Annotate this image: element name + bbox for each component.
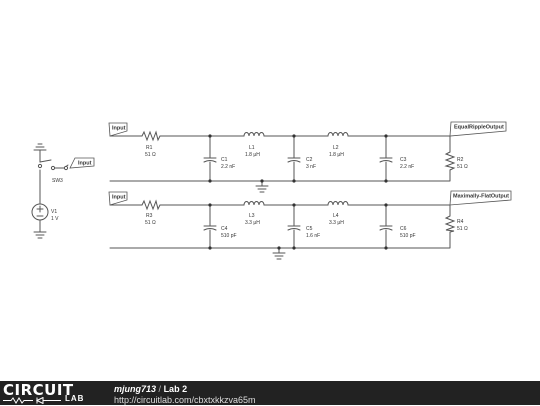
logo-wordmark: CIRCUIT	[3, 381, 74, 399]
capacitor-c5-symbol	[287, 204, 301, 249]
inductor-l4-symbol	[327, 201, 349, 206]
component-value: 3 nF	[306, 164, 316, 170]
logo-wordmark-lab: LAB	[65, 394, 85, 403]
resistor-r4-symbol	[444, 215, 456, 233]
net-label-equal-ripple-output: EqualRippleOutput	[454, 125, 504, 131]
net-label-flag	[108, 191, 128, 206]
component-name: C6	[400, 226, 407, 232]
junction-dot	[292, 134, 296, 138]
wire	[33, 219, 47, 239]
component-name: L2	[333, 145, 339, 151]
inductor-l2-symbol	[327, 132, 349, 137]
component-value: 2.2 nF	[221, 164, 235, 170]
net-label-input: Input	[112, 195, 126, 201]
resistor-r3-symbol	[141, 199, 161, 211]
circuit-url-link[interactable]: http://circuitlab.com/cbxtxkkzva65m	[114, 395, 256, 405]
net-label-flag	[449, 121, 507, 137]
capacitor-c2-symbol	[287, 135, 301, 182]
inductor-l3-symbol	[243, 201, 265, 206]
voltage-source-polarity	[36, 205, 44, 217]
component-name: SW3	[52, 178, 63, 184]
junction-dot	[208, 134, 212, 138]
component-value: 2.2 nF	[400, 164, 414, 170]
component-value: 51 Ω	[457, 226, 468, 232]
junction-dot	[384, 203, 388, 207]
junction-dot	[292, 246, 296, 250]
junction-dot	[208, 179, 212, 183]
component-name: R3	[146, 213, 153, 219]
junction-dot	[384, 246, 388, 250]
junction-dot	[384, 134, 388, 138]
breadcrumb-separator: /	[158, 384, 162, 394]
component-value: 510 pF	[221, 233, 237, 239]
resistor-r2-symbol	[444, 151, 456, 171]
capacitor-c6-symbol	[379, 204, 393, 249]
component-name: V1	[51, 209, 57, 215]
switch-terminal	[37, 163, 43, 169]
component-value: 1.8 μH	[245, 152, 260, 158]
component-name: L4	[333, 213, 339, 219]
capacitor-c3-symbol	[379, 135, 393, 182]
circuit-title[interactable]: Lab 2	[163, 384, 188, 394]
component-name: C2	[306, 157, 313, 163]
net-label-maximally-flat-output: Maximally-FlatOutput	[453, 194, 509, 200]
component-name: R4	[457, 219, 464, 225]
junction-dot	[208, 203, 212, 207]
component-value: 1.8 μH	[329, 152, 344, 158]
junction-dot	[208, 246, 212, 250]
wire	[109, 204, 451, 249]
net-label-flag	[108, 122, 128, 137]
capacitor-c1-symbol	[203, 135, 217, 182]
component-value: 3.3 μH	[245, 220, 260, 226]
component-value: 510 pF	[400, 233, 416, 239]
component-name: R1	[146, 145, 153, 151]
ground-symbol	[33, 143, 47, 163]
schematic-diagram: Input Input Input EqualRippleOutput Maxi…	[31, 121, 512, 260]
switch-terminal	[63, 165, 69, 171]
wire	[109, 135, 451, 182]
net-label-input: Input	[78, 161, 92, 167]
component-value: 51 Ω	[145, 152, 156, 158]
component-value: 1.6 nF	[306, 233, 320, 239]
capacitor-c4-symbol	[203, 204, 217, 249]
junction-dot	[260, 179, 264, 183]
circuit-meta: mjung713 / Lab 2 http://circuitlab.com/c…	[114, 384, 256, 406]
inductor-l1-symbol	[243, 132, 265, 137]
net-label-flag	[69, 157, 95, 169]
component-name: R2	[457, 157, 464, 163]
circuitlab-logo[interactable]: CIRCUIT LAB	[3, 381, 103, 404]
author-link[interactable]: mjung713	[114, 384, 157, 394]
component-name: L1	[249, 145, 255, 151]
resistor-r1-symbol	[141, 130, 161, 142]
switch-terminal	[50, 165, 56, 171]
net-label-flag	[449, 190, 512, 206]
component-name: C3	[400, 157, 407, 163]
component-name: C1	[221, 157, 228, 163]
component-value: 3.3 μH	[329, 220, 344, 226]
ground-symbol	[272, 247, 286, 260]
net-label-input: Input	[112, 126, 126, 132]
junction-dot	[292, 203, 296, 207]
component-value: 51 Ω	[145, 220, 156, 226]
junction-dot	[384, 179, 388, 183]
component-name: C4	[221, 226, 228, 232]
component-name: L3	[249, 213, 255, 219]
footer-bar: CIRCUIT LAB mjung713 / Lab 2 http://circ…	[0, 381, 540, 405]
component-value: 51 Ω	[457, 164, 468, 170]
component-value: 1 V	[51, 216, 59, 222]
logo-circuit-icon	[3, 397, 61, 404]
component-name: C5	[306, 226, 313, 232]
ground-symbol	[255, 180, 269, 193]
junction-dot	[292, 179, 296, 183]
junction-dot	[277, 246, 281, 250]
